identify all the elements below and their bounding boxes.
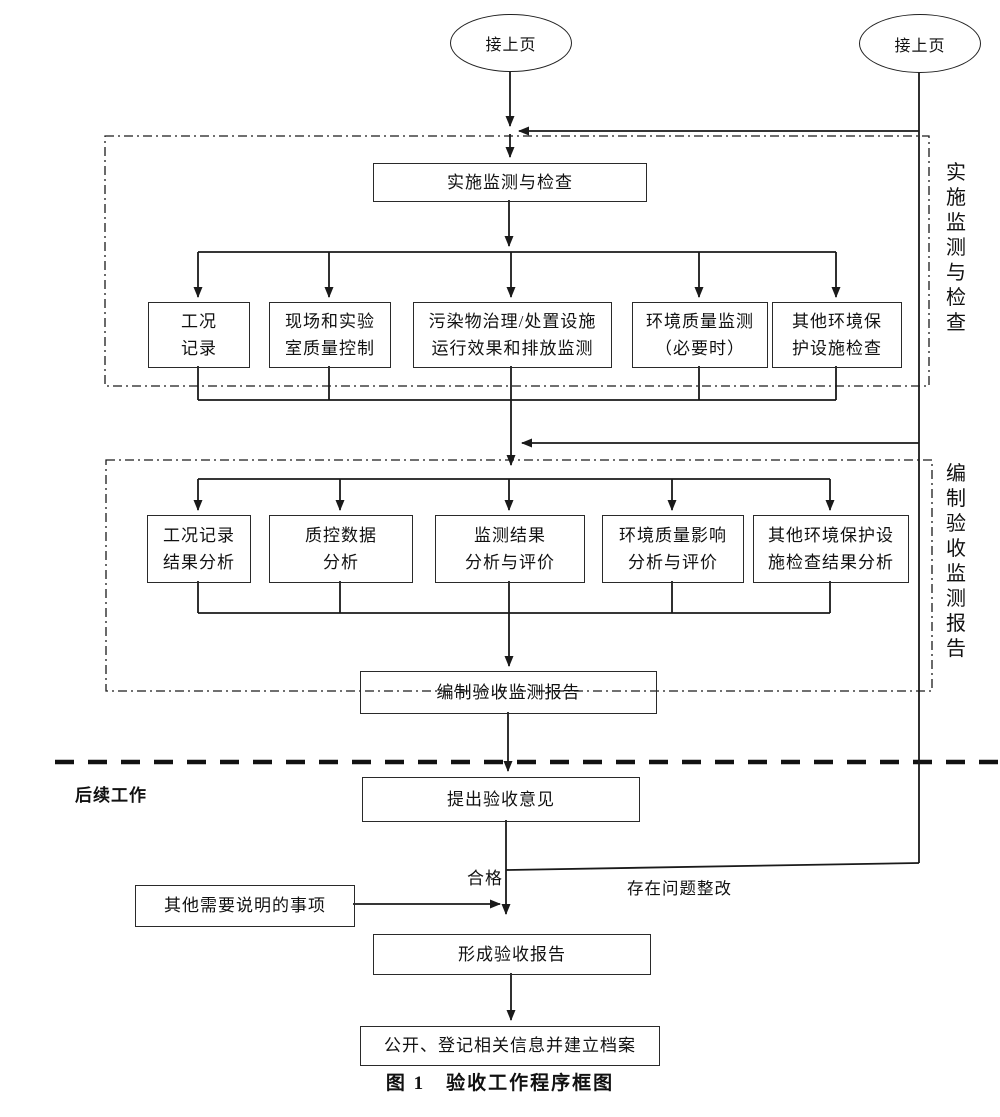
box-environmental-quality-monitoring: 环境质量监测 （必要时）: [632, 302, 768, 368]
terminal-continued-right: 接上页: [859, 14, 981, 73]
box-compile-acceptance-monitoring-report: 编制验收监测报告: [360, 671, 657, 714]
box-operating-condition-record: 工况 记录: [148, 302, 250, 368]
box-condition-record-result-analysis: 工况记录 结果分析: [147, 515, 251, 583]
section1-dashed-border: [104, 135, 930, 387]
section2-dashed-border: [105, 459, 933, 692]
flow-arrows: [193, 70, 920, 1021]
box-qc-data-analysis: 质控数据 分析: [269, 515, 413, 583]
qualified-branch-label: 合格: [467, 869, 503, 888]
box-env-quality-impact-analysis: 环境质量影响 分析与评价: [602, 515, 744, 583]
rectify-return-line: [505, 862, 920, 871]
figure-caption: 图 1 验收工作程序框图: [385, 1073, 615, 1094]
box-propose-acceptance-opinion: 提出验收意见: [362, 777, 640, 822]
box-form-acceptance-report: 形成验收报告: [373, 934, 651, 975]
box-pollutant-treatment-emission-monitoring: 污染物治理/处置设施 运行效果和排放监测: [413, 302, 612, 368]
box-monitoring-result-analysis-evaluation: 监测结果 分析与评价: [435, 515, 585, 583]
box-publish-register-archive: 公开、登记相关信息并建立档案: [360, 1026, 660, 1066]
box-other-items-to-explain: 其他需要说明的事项: [135, 885, 355, 927]
section2-side-label: 编 制 验 收 监 测 报 告: [946, 463, 966, 660]
box-site-lab-quality-control: 现场和实验 室质量控制: [269, 302, 391, 368]
terminal-continued-left: 接上页: [450, 14, 572, 72]
box-implement-monitoring-inspection: 实施监测与检查: [373, 163, 647, 202]
box-other-facility-check-result-analysis: 其他环境保护设 施检查结果分析: [753, 515, 909, 583]
box-other-env-protection-facility-check: 其他环境保 护设施检查: [772, 302, 902, 368]
followup-phase-label: 后续工作: [75, 786, 147, 805]
section1-side-label: 实 施 监 测 与 检 查: [946, 162, 966, 334]
rectify-branch-label: 存在问题整改: [627, 879, 732, 898]
